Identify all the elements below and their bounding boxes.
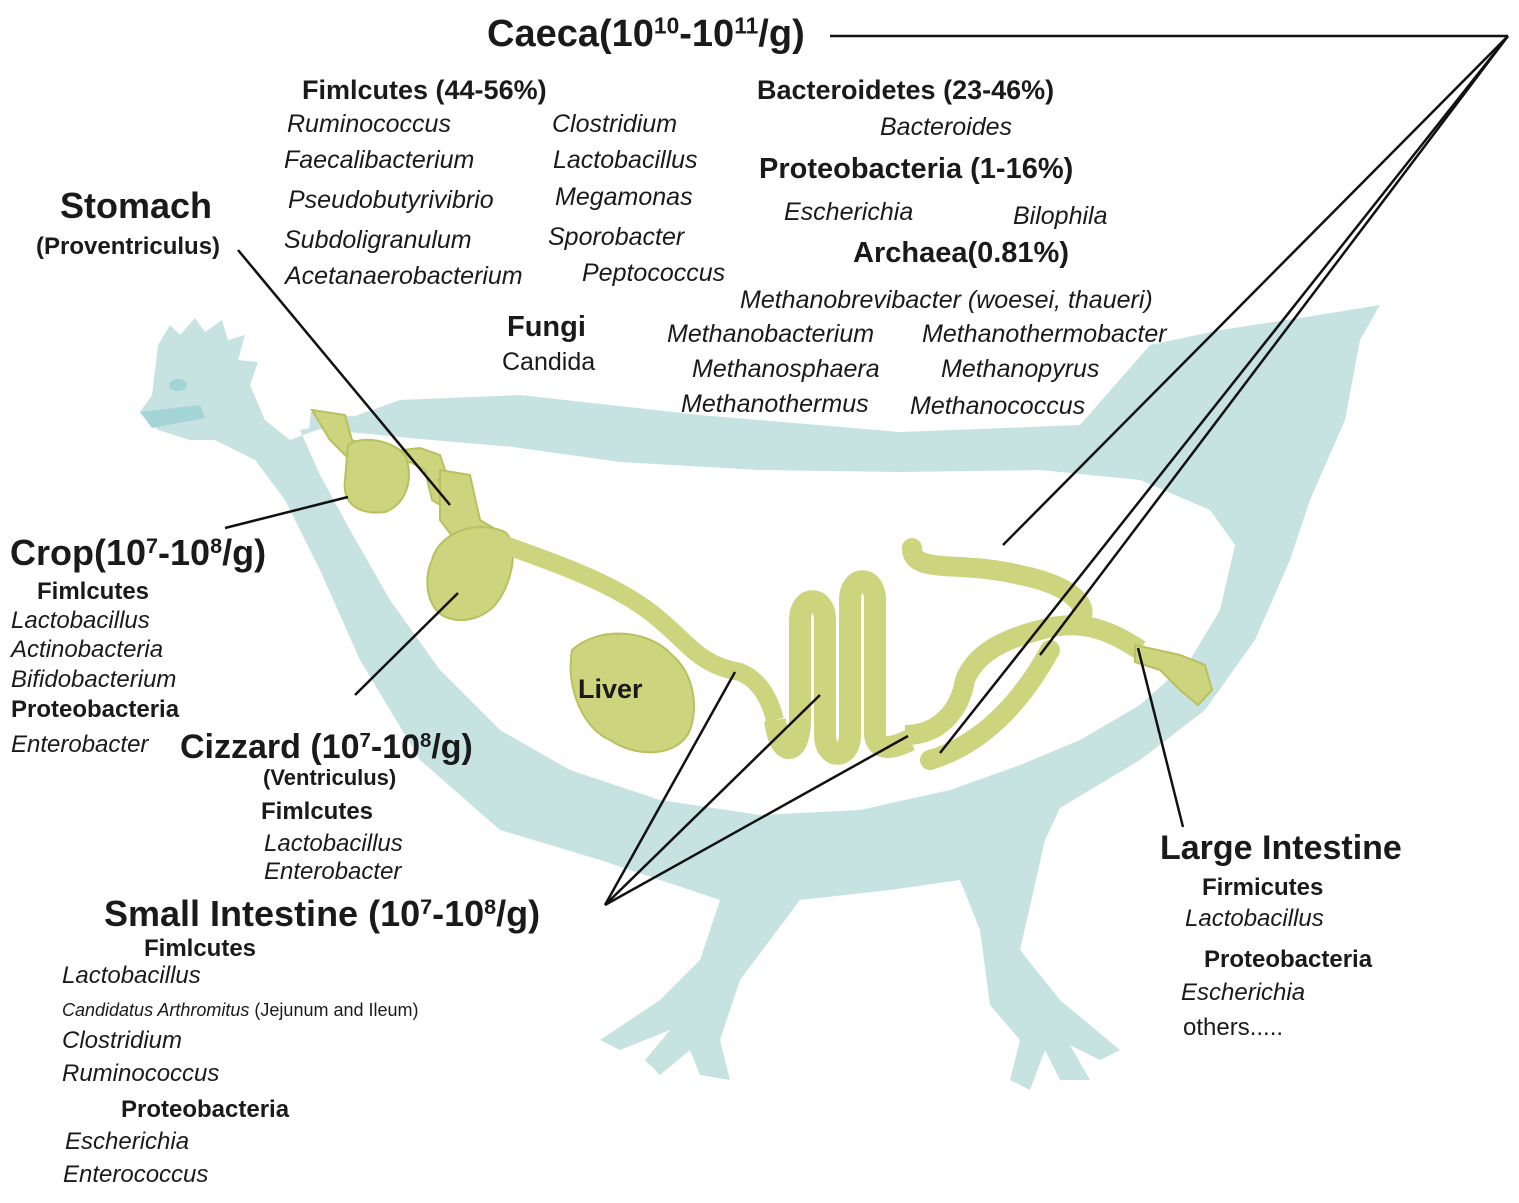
caeca-archaeon: Methanococcus <box>910 392 1086 420</box>
small-intestine-genus: Clostridium <box>62 1027 183 1054</box>
chicken-wing <box>309 354 1236 464</box>
small-intestine-leader-1 <box>603 671 737 906</box>
crop-title: Crop(107-108/g) <box>10 532 267 573</box>
caeca-archaeon: Methanobrevibacter (woesei, thaueri) <box>740 286 1153 314</box>
caeca-genus: Bacteroides <box>880 113 1013 141</box>
gizzard-leader <box>354 592 459 696</box>
small-intestine-proteobacteria-heading: Proteobacteria <box>121 1096 290 1123</box>
caecum-upper <box>902 538 1093 630</box>
ileum-to-caeca <box>904 615 1146 745</box>
chicken-body-silhouette <box>140 305 1380 1090</box>
jejunum-coils <box>764 570 915 765</box>
large-intestine-leader <box>1136 647 1185 828</box>
caeca-leader-1 <box>1002 35 1509 546</box>
caeca-bacteroidetes-heading: Bacteroidetes (23-46%) <box>757 75 1055 105</box>
caeca-genus: Sporobacter <box>548 223 685 251</box>
caeca-genus: Escherichia <box>784 198 914 226</box>
caeca-firmicutes-heading: Fimlcutes (44-56%) <box>302 75 547 105</box>
chicken-eye <box>169 379 187 391</box>
crop-proteobacteria-heading: Proteobacteria <box>11 696 180 723</box>
caeca-archaeon: Methanopyrus <box>941 355 1100 383</box>
large-intestine-title: Large Intestine <box>1160 829 1402 867</box>
large-intestine-genus: Escherichia <box>1181 979 1306 1006</box>
small-intestine-genus: Ruminococcus <box>62 1060 220 1087</box>
caeca-genus: Faecalibacterium <box>284 146 475 174</box>
small-intestine-leader-2 <box>604 694 821 906</box>
caecum-lower <box>920 640 1060 770</box>
crop-leader <box>224 495 349 530</box>
caeca-genus: Pseudobutyrivibrio <box>288 186 494 214</box>
small-intestine-genus: Candidatus Arthromitus (Jejunum and Ileu… <box>62 1000 419 1020</box>
caeca-title: Caeca(1010-1011/g) <box>487 12 805 55</box>
stomach-leader <box>237 249 451 506</box>
caeca-archaeon: Methanobacterium <box>667 320 875 348</box>
gizzard-organ <box>426 526 514 622</box>
large-intestine-firmicutes-heading: Firmicutes <box>1202 874 1324 901</box>
caeca-genus: Acetanaerobacterium <box>285 262 523 290</box>
stomach-subtitle: (Proventriculus) <box>36 233 221 260</box>
small-intestine-leader-3 <box>604 734 909 907</box>
large-intestine-others: others..... <box>1183 1014 1284 1041</box>
digestive-tract <box>310 408 1214 770</box>
caeca-genus: Peptococcus <box>582 259 726 287</box>
caeca-archaea-heading: Archaea(0.81%) <box>853 237 1069 269</box>
small-intestine-genus: Enterococcus <box>63 1161 209 1188</box>
small-intestine-genus: Lactobacillus <box>62 962 201 989</box>
leader-lines <box>224 34 1509 907</box>
caeca-genus: Lactobacillus <box>553 146 698 174</box>
gizzard-firmicutes-heading: Fimlcutes <box>261 798 374 825</box>
duodenum-loop <box>501 536 784 723</box>
chicken-beak <box>140 405 205 428</box>
crop-organ <box>343 438 410 514</box>
crop-genus: Lactobacillus <box>11 607 150 634</box>
large-intestine-genus: Lactobacillus <box>1185 905 1324 932</box>
crop-genus: Enterobacter <box>11 731 149 758</box>
fungi-heading: Fungi <box>507 311 586 343</box>
caeca-archaeon: Methanothermus <box>681 390 869 418</box>
gizzard-genus: Lactobacillus <box>264 830 403 857</box>
small-intestine-genus: Escherichia <box>65 1128 190 1155</box>
crop-genus: Actinobacteria <box>11 636 164 663</box>
caeca-genus: Bilophila <box>1013 202 1108 230</box>
fungi-genus: Candida <box>502 348 596 376</box>
large-intestine-proteobacteria-heading: Proteobacteria <box>1204 946 1373 973</box>
gizzard-genus: Enterobacter <box>264 858 402 885</box>
caeca-leader-2 <box>1039 35 1509 656</box>
caeca-genus: Subdoligranulum <box>284 226 472 254</box>
gizzard-subtitle: (Ventriculus) <box>263 765 397 790</box>
caeca-genus: Clostridium <box>552 110 678 138</box>
small-intestine-title: Small Intestine (107-108/g) <box>104 893 541 934</box>
caeca-archaeon: Methanothermobacter <box>922 320 1167 348</box>
liver-label: Liver <box>578 674 643 704</box>
caeca-genus: Megamonas <box>555 183 693 211</box>
caeca-genus: Ruminococcus <box>287 110 451 138</box>
caeca-leader-3 <box>939 35 1509 754</box>
liver-organ <box>569 632 695 754</box>
stomach-title: Stomach <box>60 185 213 226</box>
crop-firmicutes-heading: Fimlcutes <box>37 578 150 605</box>
small-intestine-firmicutes-heading: Fimlcutes <box>144 935 257 962</box>
caeca-proteobacteria-heading: Proteobacteria (1-16%) <box>759 153 1074 185</box>
gizzard-title: Cizzard (107-108/g) <box>180 728 473 766</box>
crop-genus: Bifidobacterium <box>11 666 177 693</box>
caeca-archaeon: Methanosphaera <box>692 355 880 383</box>
